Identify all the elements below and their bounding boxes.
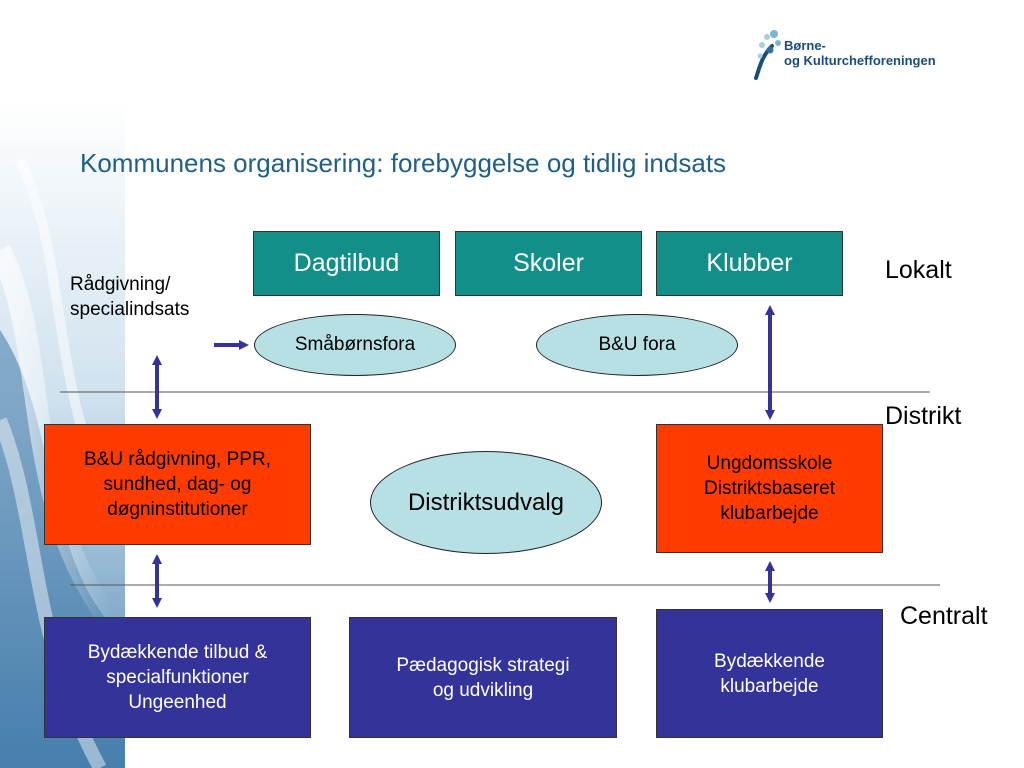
- level-distrikt: Distrikt: [885, 402, 962, 430]
- level-centralt: Centralt: [900, 602, 988, 630]
- page-title: Kommunens organisering: forebyggelse og …: [80, 148, 727, 178]
- box-bu-radgivning: B&U rådgivning, PPR, sundhed, dag- og dø…: [44, 424, 311, 545]
- box-dagtilbud: Dagtilbud: [253, 231, 440, 296]
- box-skoler: Skoler: [455, 231, 642, 296]
- ellipse-distriktsudvalg-label: Distriktsudvalg: [407, 488, 565, 516]
- logo-text-line2: og Kulturchefforeningen: [784, 53, 936, 68]
- radgivning-label: Rådgivning/ specialindsats: [70, 274, 190, 320]
- box-dagtilbud-label: Dagtilbud: [293, 249, 400, 277]
- ellipse-bu-fora-label: B&U fora: [598, 334, 676, 355]
- ellipse-smaborns-label: Småbørnsfora: [294, 334, 416, 355]
- box-ungdomsskole-label: Ungdomsskole Distriktsbaseret klubarbejd…: [704, 453, 835, 524]
- box-bu-radgivning-label: B&U rådgivning, PPR, sundhed, dag- og dø…: [84, 449, 271, 520]
- box-bydaekkende-klub-label: Bydækkende klubarbejde: [714, 650, 825, 697]
- logo-text-line1: Børne-: [784, 38, 826, 53]
- box-klubber-label: Klubber: [706, 249, 793, 277]
- ellipse-bu-fora: B&U fora: [536, 314, 738, 376]
- box-bydaekkende-tilbud-label: Bydækkende tilbud & specialfunktioner Un…: [87, 642, 268, 713]
- ellipse-smaborns: Småbørnsfora: [254, 314, 456, 376]
- level-lokalt: Lokalt: [885, 256, 952, 284]
- logo-figure-icon: [754, 30, 781, 80]
- box-bydaekkende-tilbud: Bydækkende tilbud & specialfunktioner Un…: [44, 617, 311, 738]
- box-klubber: Klubber: [656, 231, 843, 296]
- box-ungdomsskole: Ungdomsskole Distriktsbaseret klubarbejd…: [656, 424, 883, 553]
- box-paedagogisk-label: Pædagogisk strategi og udvikling: [396, 654, 570, 701]
- ellipse-distriktsudvalg: Distriktsudvalg: [370, 451, 602, 554]
- box-paedagogisk: Pædagogisk strategi og udvikling: [349, 617, 617, 738]
- box-bydaekkende-klub: Bydækkende klubarbejde: [656, 609, 883, 738]
- box-skoler-label: Skoler: [513, 249, 584, 277]
